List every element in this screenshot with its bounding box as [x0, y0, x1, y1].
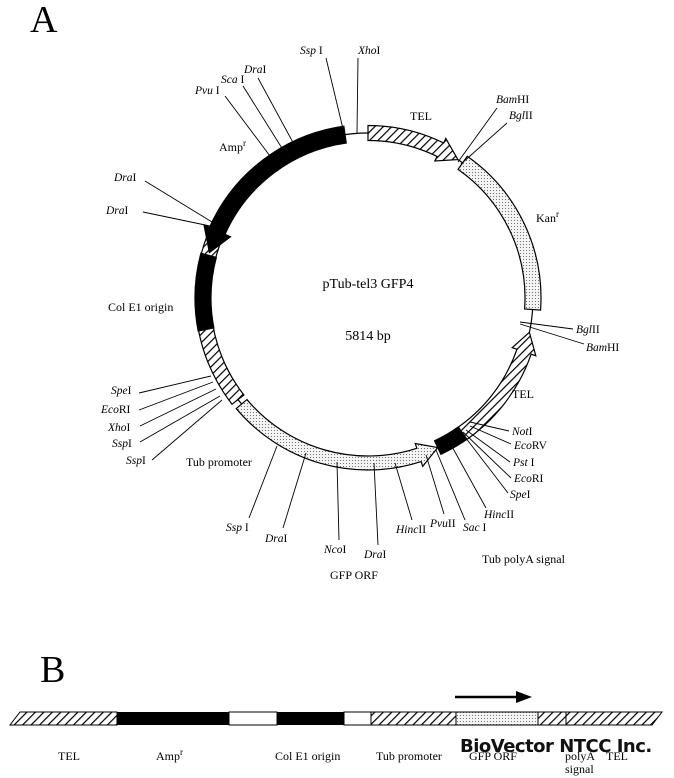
site-xhoI-top: XhoI: [357, 45, 381, 57]
site-hincII-bottom: HincII: [395, 524, 426, 536]
tub-polya-segment: [433, 426, 468, 456]
site-draI-top: DraI: [243, 64, 267, 76]
linear-construct-map: TEL Ampr Col E1 origin Tub promoter GFP …: [8, 691, 664, 776]
linear-colE1-block: [277, 712, 344, 725]
linear-polya: [537, 711, 567, 726]
site-leader-lines: [138, 57, 585, 546]
site-bglII-top: BglII: [509, 110, 533, 122]
site-scaI: Sca I: [221, 74, 244, 86]
site-xhoI-left: XhoI: [107, 422, 131, 434]
site-bamHI-top: BamHI: [496, 94, 529, 106]
site-sspI-left-1: SspI: [112, 438, 132, 450]
linear-spacer-1: [228, 711, 278, 726]
linear-label-amp: Ampr: [156, 747, 183, 763]
site-speI-right: SpeI: [510, 489, 531, 501]
linear-label-tel-right: TEL: [606, 749, 628, 763]
linear-label-tel-left: TEL: [58, 749, 80, 763]
watermark-text: BioVector NTCC Inc.: [460, 736, 652, 757]
label-tub-promoter: Tub promoter: [186, 455, 252, 469]
colE1-origin-segment: [194, 252, 218, 332]
site-sspI-top: Ssp I: [300, 45, 323, 57]
site-sspI-left-2: SspI: [126, 455, 146, 467]
linear-label-tub-promoter: Tub promoter: [376, 749, 442, 763]
label-amp: Ampr: [219, 138, 246, 154]
panel-label-a: A: [30, 0, 58, 41]
amp-resistance-segment: [203, 125, 347, 254]
plasmid-size: 5814 bp: [345, 329, 391, 344]
linear-map-labels: TEL Ampr Col E1 origin Tub promoter GFP …: [58, 747, 628, 776]
site-sacI: Sac I: [463, 522, 486, 534]
plasmid-name: pTub-tel3 GFP4: [323, 277, 414, 292]
linear-label-polya: polyA: [565, 749, 595, 763]
site-hincII-right: HincII: [483, 509, 514, 521]
tel-segment-top: [367, 124, 459, 162]
site-notI: NotI: [511, 426, 533, 438]
label-colE1-origin: Col E1 origin: [108, 300, 173, 314]
label-gfp-orf: GFP ORF: [330, 568, 378, 582]
site-bglII-right: BglII: [576, 324, 600, 336]
site-pstI: Pst I: [512, 457, 535, 469]
linear-tel-left: [8, 711, 118, 726]
plasmid-circular-map: pTub-tel3 GFP4 5814 bp TEL Kanr TEL Ampr…: [100, 45, 619, 582]
site-bamHI-right: BamHI: [586, 342, 619, 354]
linear-spacer-2: [343, 711, 372, 726]
panel-label-b: B: [40, 649, 65, 691]
transcription-arrow-head: [516, 691, 532, 703]
linear-label-signal: signal: [565, 762, 594, 776]
kan-resistance-segment: [457, 155, 542, 311]
site-ecoRV: EcoRV: [513, 440, 548, 452]
site-pvuII: PvuII: [429, 518, 456, 530]
linear-gfp-orf: [455, 711, 539, 726]
tel-segment-right: [452, 331, 537, 444]
site-ecoRI-right: EcoRI: [513, 473, 544, 485]
linear-tub-promoter: [370, 711, 457, 726]
site-draI-left-2: DraI: [105, 205, 129, 217]
site-sspI-bottom: Ssp I: [226, 522, 249, 534]
site-draI-left-1: DraI: [113, 172, 137, 184]
site-pvuI: Pvu I: [194, 85, 220, 97]
label-tel-right: TEL: [512, 387, 534, 401]
gfp-orf-segment: [235, 398, 439, 471]
site-draI-bottom-2: DraI: [264, 533, 288, 545]
label-tel-top: TEL: [410, 109, 432, 123]
site-draI-bottom-1: DraI: [363, 549, 387, 561]
linear-label-gfp-orf: GFP ORF: [469, 749, 517, 763]
label-kan: Kanr: [536, 209, 559, 225]
site-speI-left: SpeI: [111, 385, 132, 397]
site-ncoI: NcoI: [323, 544, 347, 556]
site-ecoRI-left: EcoRI: [100, 404, 131, 416]
linear-amp-block: [117, 712, 229, 725]
linear-tel-right: [565, 711, 664, 726]
restriction-site-labels: Ssp I XhoI DraI Sca I Pvu I BamHI BglII …: [100, 45, 619, 561]
linear-label-colE1: Col E1 origin: [275, 749, 340, 763]
label-tub-polya-signal: Tub polyA signal: [482, 552, 566, 566]
